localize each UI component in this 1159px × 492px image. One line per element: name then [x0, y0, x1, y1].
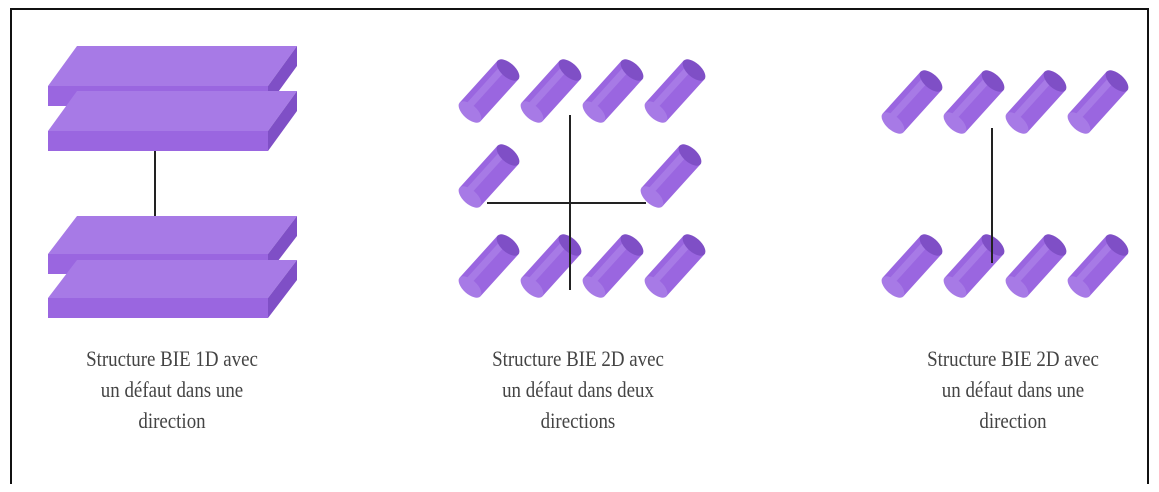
rod	[943, 234, 1005, 298]
rod	[458, 59, 520, 123]
rod	[1067, 70, 1129, 134]
structure-2d-one-defect	[881, 70, 1129, 298]
rod	[640, 144, 702, 208]
figure-frame	[10, 8, 1149, 484]
caption-structure-1d: Structure BIE 1D avec un défaut dans une…	[34, 343, 309, 436]
caption-line: direction	[138, 408, 206, 433]
rod	[458, 234, 520, 298]
caption-line: Structure BIE 2D avec	[927, 346, 1099, 371]
caption-structure-2d-two-defects: Structure BIE 2D avec un défaut dans deu…	[440, 343, 715, 436]
plate	[48, 91, 297, 151]
caption-line: direction	[979, 408, 1047, 433]
rod	[1067, 234, 1129, 298]
rod	[1005, 70, 1067, 134]
caption-line: un défaut dans deux	[502, 377, 654, 402]
rod	[881, 70, 943, 134]
rod	[520, 234, 582, 298]
caption-line: un défaut dans une	[100, 377, 244, 402]
plate	[48, 260, 297, 318]
caption-line: Structure BIE 2D avec	[492, 346, 664, 371]
rod	[644, 234, 706, 298]
rod	[582, 59, 644, 123]
rod	[458, 144, 520, 208]
rod	[881, 234, 943, 298]
caption-structure-2d-one-defect: Structure BIE 2D avec un défaut dans une…	[875, 343, 1150, 436]
rod	[1005, 234, 1067, 298]
structure-1d-plates	[48, 46, 297, 318]
caption-line: directions	[540, 408, 616, 433]
rod	[582, 234, 644, 298]
rod	[644, 59, 706, 123]
structure-2d-two-defects	[458, 59, 706, 298]
rod	[520, 59, 582, 123]
caption-line: Structure BIE 1D avec	[86, 346, 258, 371]
rod	[943, 70, 1005, 134]
caption-line: un défaut dans une	[941, 377, 1085, 402]
